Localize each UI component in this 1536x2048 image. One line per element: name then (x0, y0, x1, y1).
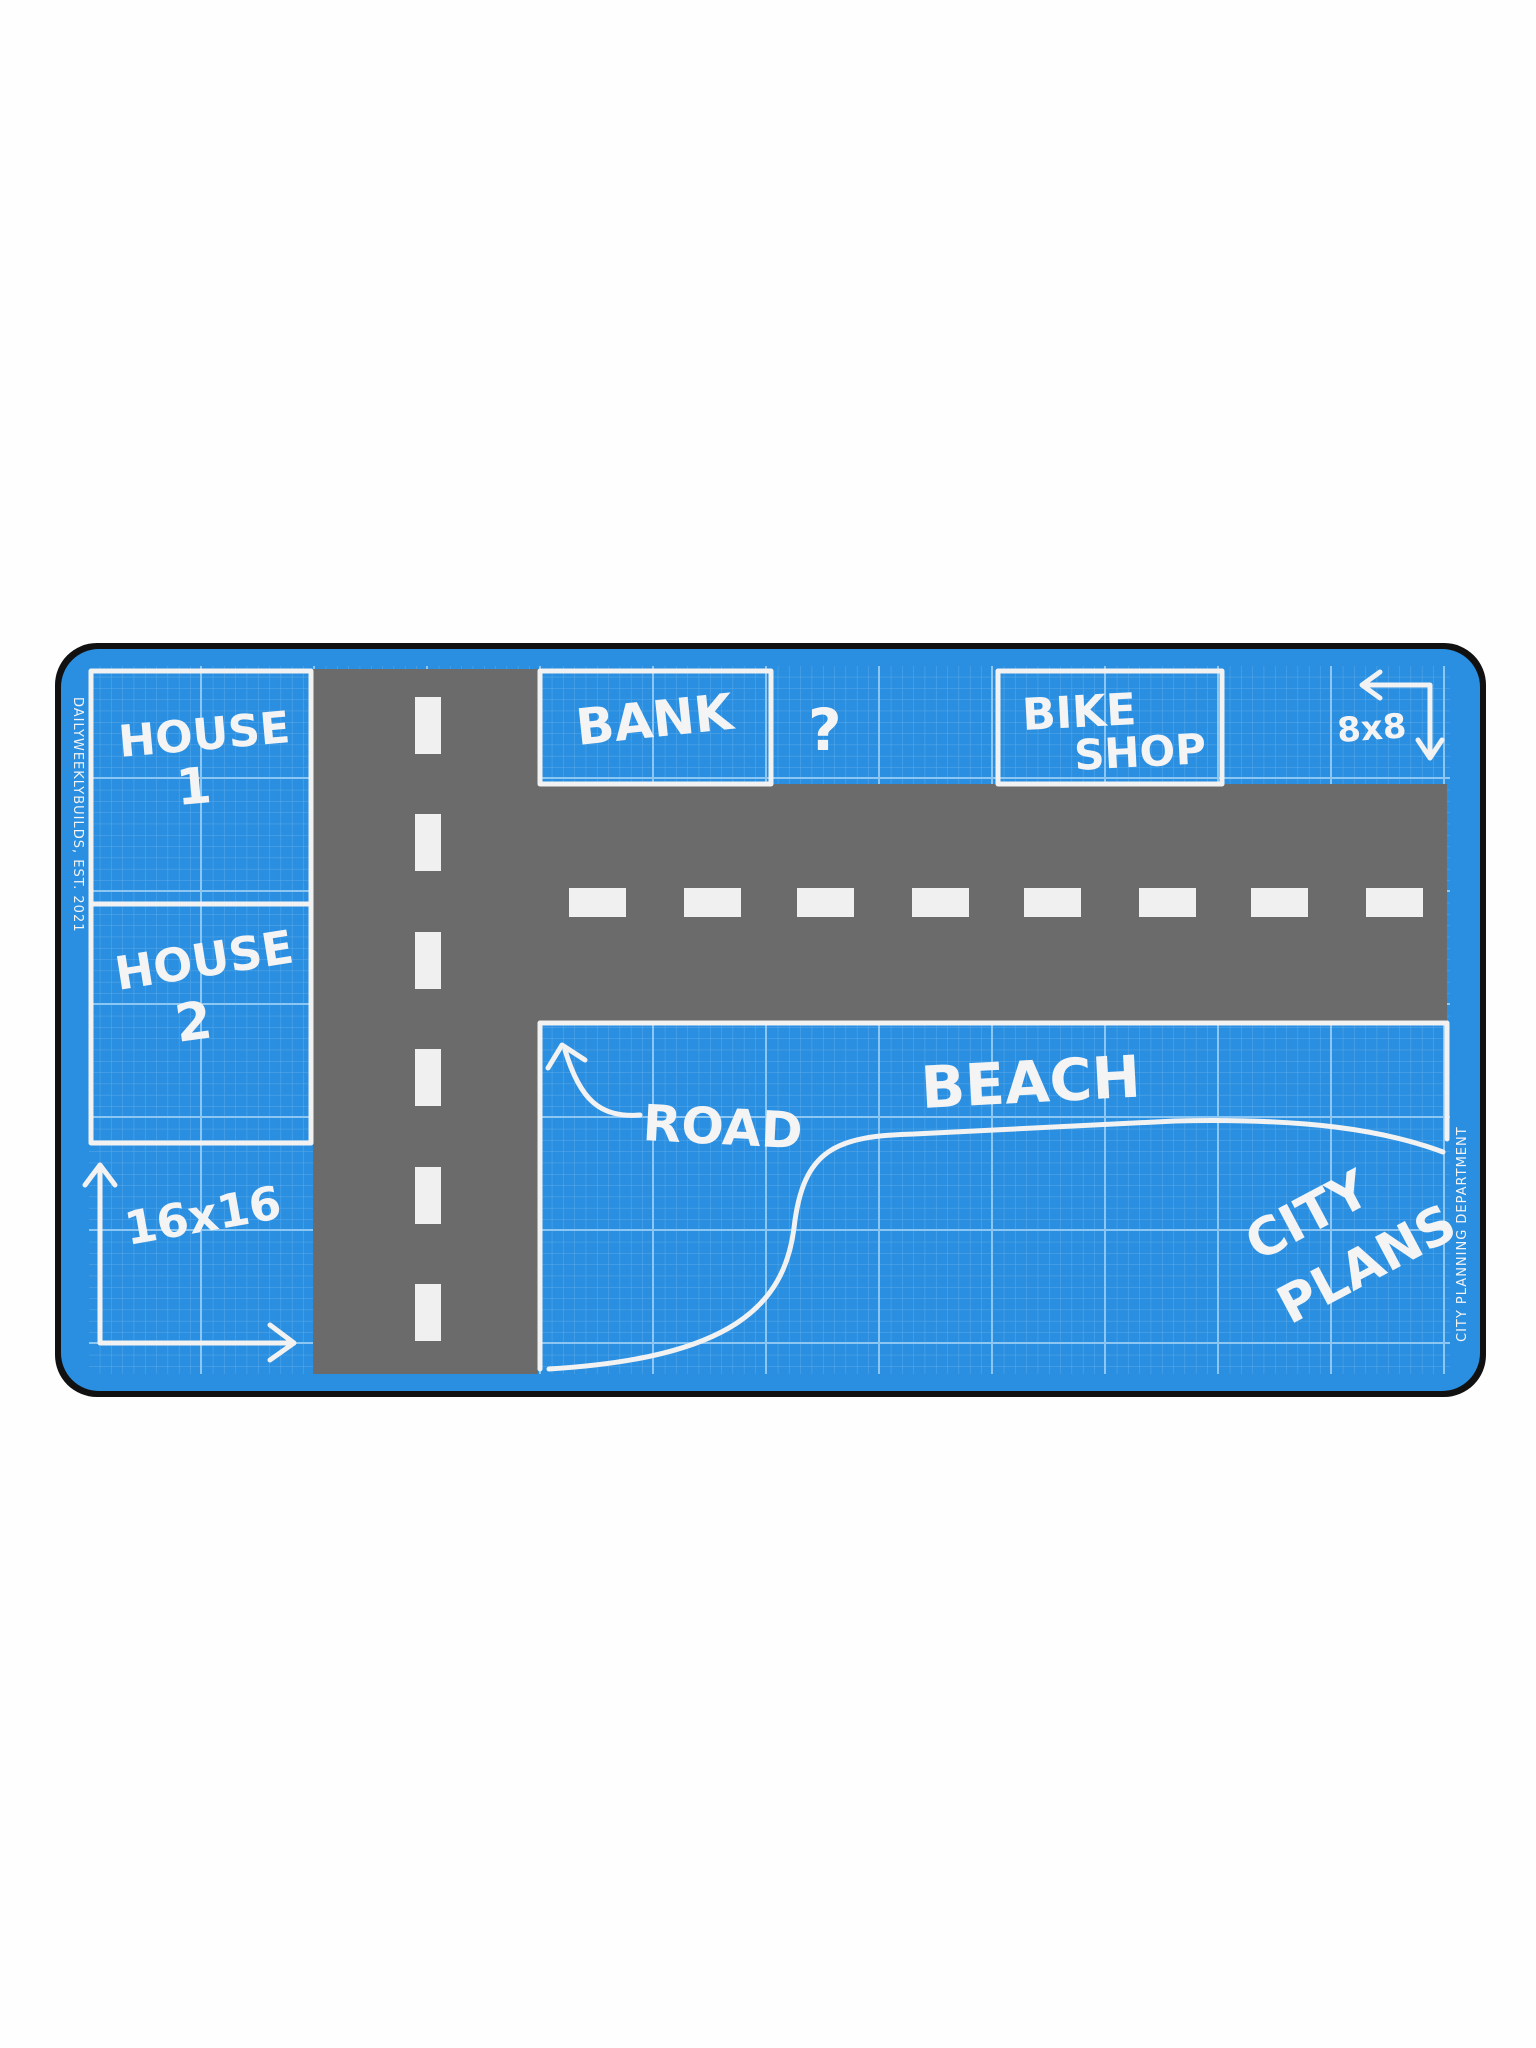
shop-label: SHOP (1073, 724, 1207, 780)
road-dash (415, 932, 441, 989)
road-dash (415, 1284, 441, 1341)
beach-label: BEACH (919, 1043, 1142, 1122)
question-mark-label: ? (808, 696, 842, 764)
dimension-arrow-icon (82, 1162, 297, 1363)
horizontal-road-dashes (569, 888, 1423, 917)
road-dash (1251, 888, 1308, 917)
road-arrow-icon (545, 1042, 643, 1118)
road-label: ROAD (641, 1094, 804, 1160)
side-text-left: DAILYWEEKLYBUILDS, EST. 2021 (70, 697, 85, 932)
shoreline (546, 1118, 1446, 1372)
house-2-plot (88, 901, 314, 1146)
bank-plot (537, 668, 774, 787)
road-dash (797, 888, 854, 917)
bike-label: BIKE (1021, 684, 1138, 741)
road-dash (415, 697, 441, 754)
road-dash (415, 1167, 441, 1224)
side-text-right: CITY PLANNING DEPARTMENT (1455, 1126, 1470, 1342)
size-8x8-label: 8x8 (1336, 706, 1408, 751)
road-dash (1366, 888, 1423, 917)
road-dash (1024, 888, 1081, 917)
horizontal-road (538, 784, 1447, 1021)
road-dash (569, 888, 626, 917)
house-1-number: 1 (174, 756, 214, 817)
beach-plot (537, 1020, 1450, 1372)
road-dash (912, 888, 969, 917)
bike-shop-plot (995, 668, 1225, 787)
road-dash (415, 1049, 441, 1106)
vertical-road (313, 669, 538, 1374)
road-dash (415, 814, 441, 871)
vertical-road-dashes (415, 697, 441, 1341)
size-arrow-icon (1359, 669, 1445, 761)
house-2-number: 2 (171, 990, 215, 1054)
road-dash (1139, 888, 1196, 917)
road-dash (684, 888, 741, 917)
